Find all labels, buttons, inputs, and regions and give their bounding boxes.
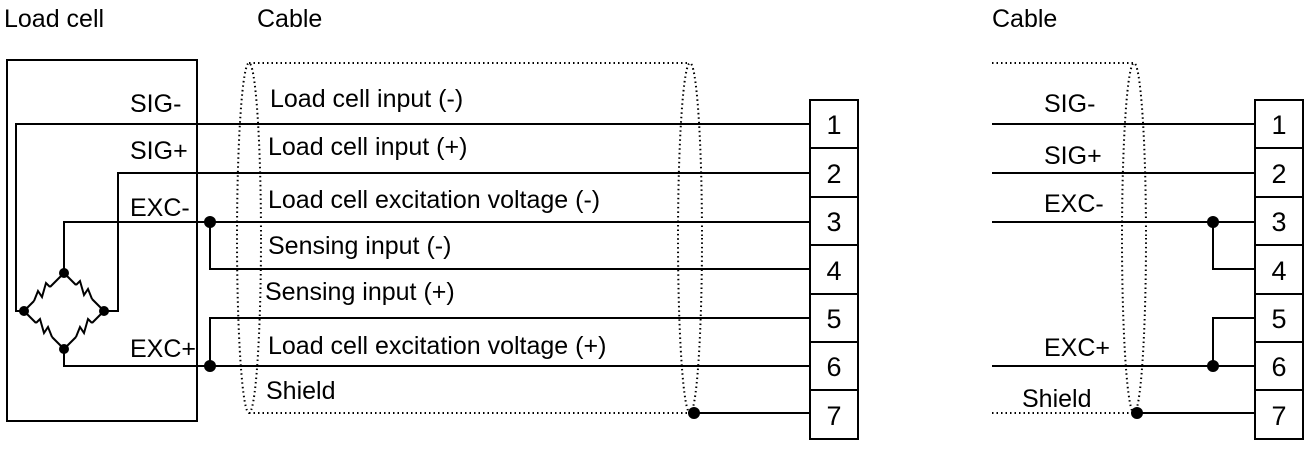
right-cable-shield bbox=[992, 62, 1147, 414]
terminal-right-6: 6 bbox=[1271, 352, 1286, 382]
terminal-left-3: 3 bbox=[826, 207, 841, 237]
load-cell-box bbox=[6, 59, 198, 422]
terminal-right-3: 3 bbox=[1271, 207, 1286, 237]
terminal-right-7: 7 bbox=[1271, 401, 1286, 431]
terminal-left-4: 4 bbox=[826, 256, 841, 286]
terminal-right-5: 5 bbox=[1271, 304, 1286, 334]
terminal-right-1: 1 bbox=[1271, 110, 1286, 140]
left-cable-shield bbox=[236, 62, 703, 414]
wire-label-5: Sensing input (+) bbox=[265, 278, 455, 306]
terminal-left-2: 2 bbox=[826, 159, 841, 189]
cable-heading-right: Cable bbox=[992, 5, 1057, 33]
right-sig-minus-label: SIG- bbox=[1044, 90, 1095, 118]
wire-label-4: Sensing input (-) bbox=[268, 232, 451, 260]
wire-label-6: Load cell excitation voltage (+) bbox=[268, 332, 606, 360]
cable-heading-left: Cable bbox=[257, 5, 322, 33]
wire-label-7: Shield bbox=[266, 377, 336, 405]
terminal-right-4: 4 bbox=[1271, 256, 1286, 286]
wheatstone-bridge bbox=[19, 268, 109, 354]
exc-minus-label: EXC- bbox=[130, 194, 190, 222]
terminal-left-7: 7 bbox=[826, 401, 841, 431]
sig-minus-label: SIG- bbox=[130, 90, 181, 118]
right-exc-plus-label: EXC+ bbox=[1044, 334, 1110, 362]
terminal-left-1: 1 bbox=[826, 110, 841, 140]
load-cell-heading: Load cell bbox=[4, 5, 104, 33]
wire-label-3: Load cell excitation voltage (-) bbox=[268, 186, 600, 214]
exc-plus-label: EXC+ bbox=[130, 335, 196, 363]
left-wires bbox=[15, 123, 810, 419]
terminal-left-5: 5 bbox=[826, 304, 841, 334]
right-shield-label: Shield bbox=[1022, 385, 1092, 413]
sig-plus-label: SIG+ bbox=[130, 137, 188, 165]
right-wires bbox=[992, 123, 1255, 419]
terminal-block-right: 1 2 3 4 5 6 7 bbox=[1254, 99, 1304, 440]
wire-label-2: Load cell input (+) bbox=[268, 133, 467, 161]
terminal-right-2: 2 bbox=[1271, 159, 1286, 189]
wire-label-1: Load cell input (-) bbox=[270, 85, 463, 113]
right-exc-minus-label: EXC- bbox=[1044, 190, 1104, 218]
right-sig-plus-label: SIG+ bbox=[1044, 142, 1102, 170]
terminal-left-6: 6 bbox=[826, 352, 841, 382]
terminal-block-left: 1 2 3 4 5 6 7 bbox=[809, 99, 859, 440]
